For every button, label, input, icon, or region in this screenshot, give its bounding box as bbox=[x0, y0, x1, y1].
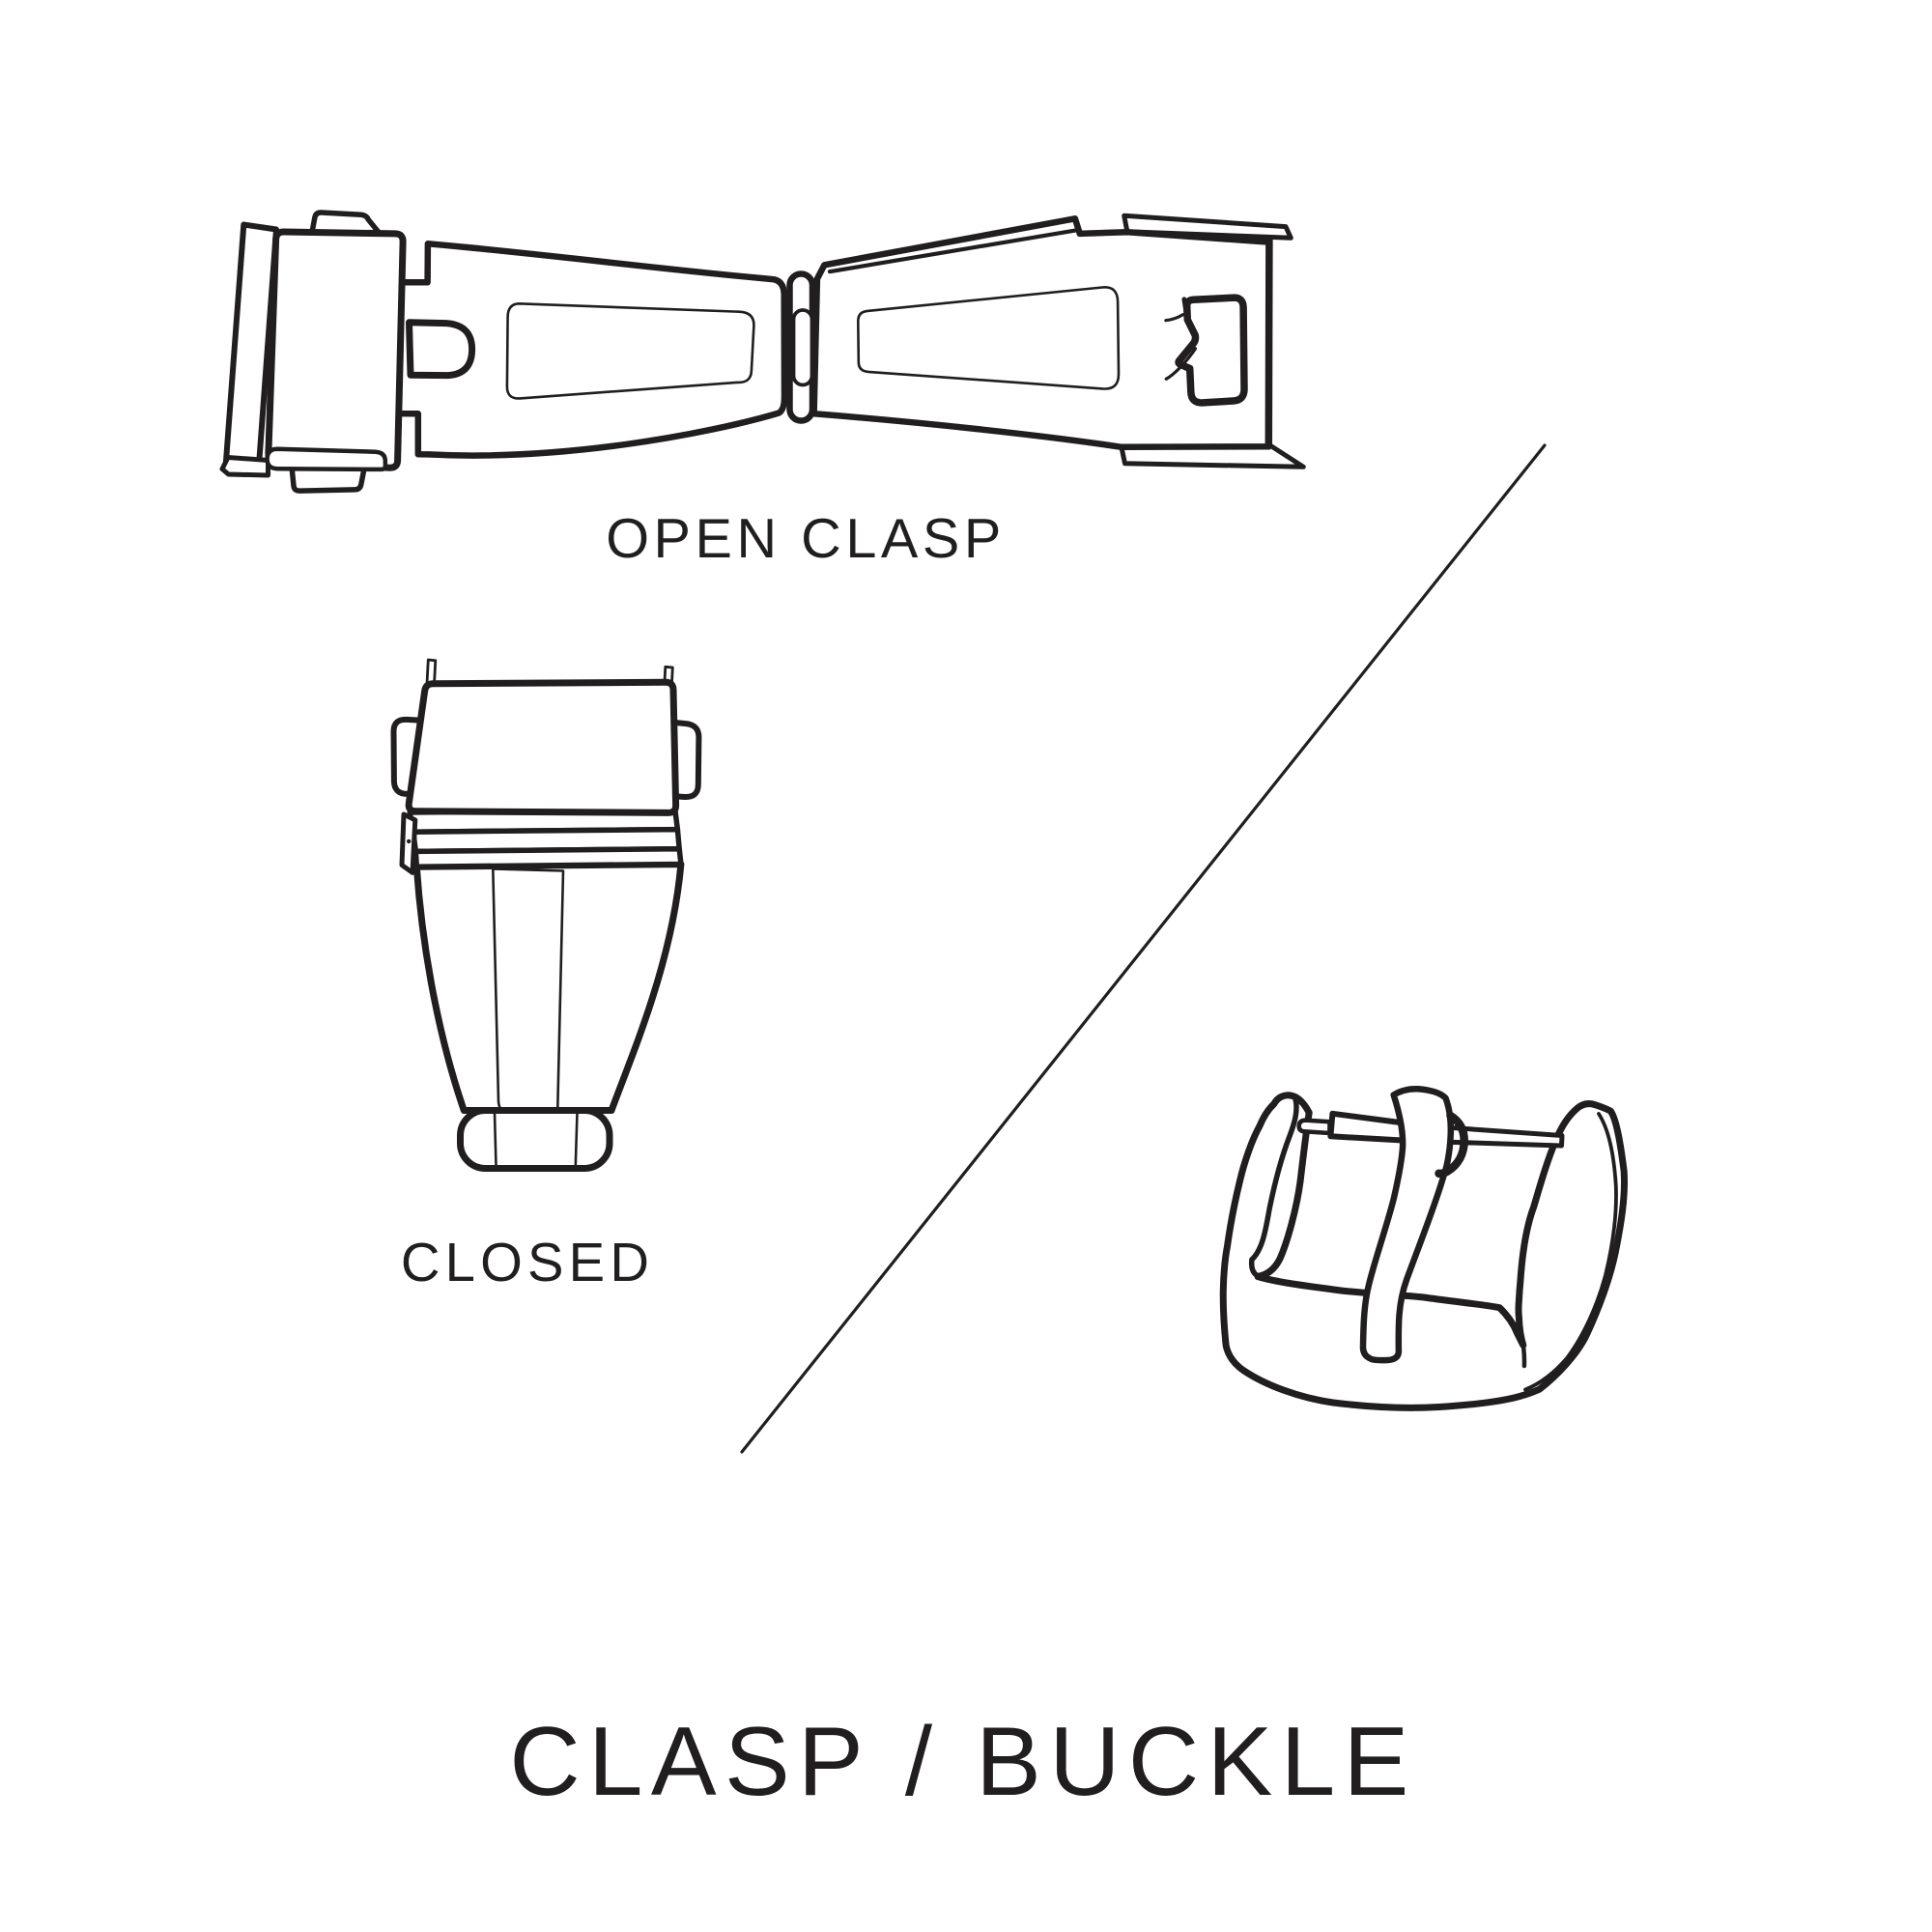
svg-text:CLASP / BUCKLE: CLASP / BUCKLE bbox=[509, 1706, 1416, 1816]
svg-text:OPEN CLASP: OPEN CLASP bbox=[606, 508, 1006, 570]
svg-text:CLOSED: CLOSED bbox=[401, 1232, 654, 1293]
